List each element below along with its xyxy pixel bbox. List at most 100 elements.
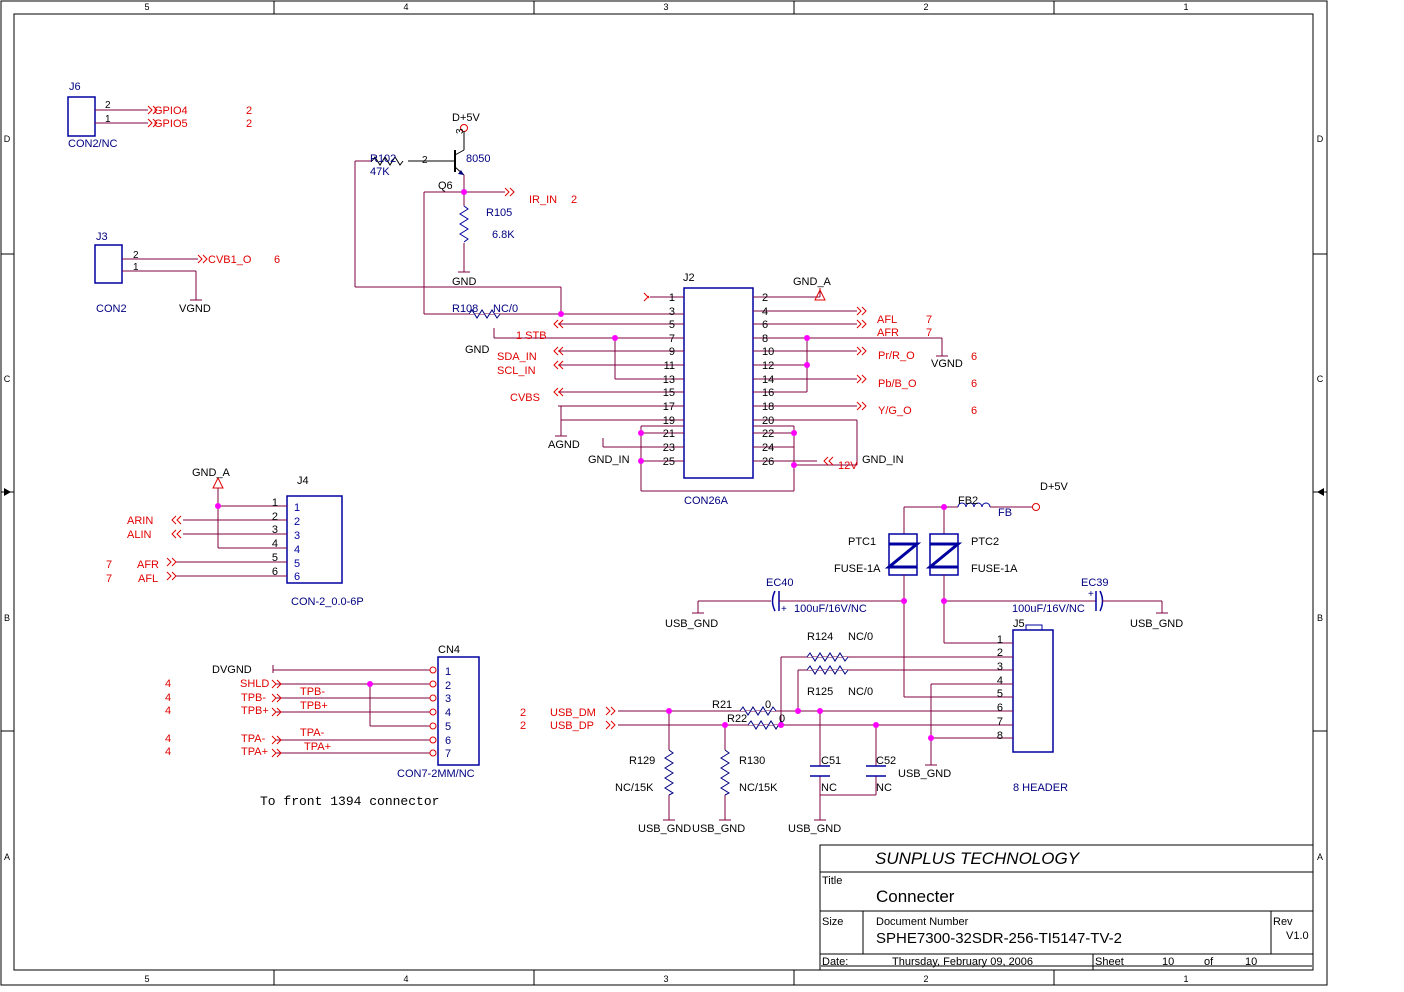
cn4-page-ref: 4 (165, 733, 171, 745)
r21-value: 0 (765, 699, 771, 711)
of-label: of (1204, 956, 1214, 968)
date-label: Date: (822, 956, 848, 968)
cn4-page-ref: 4 (165, 678, 171, 690)
j2-right-pin: 10 (762, 346, 774, 358)
j4-inner-pin: 4 (294, 544, 300, 556)
net-sda-in: SDA_IN (497, 351, 537, 363)
j5-pin: 6 (997, 702, 1003, 714)
j4-pin: 2 (272, 511, 278, 523)
q6-value: 8050 (466, 153, 490, 165)
cn4-pin: 3 (445, 693, 451, 705)
frame-center-arrow-right (1317, 488, 1324, 496)
j4-pin: 5 (272, 552, 278, 564)
row-label-left: D (4, 134, 11, 144)
row-label-right: B (1317, 613, 1323, 623)
net-afl-j4: AFL (138, 573, 158, 585)
c51-value: NC (821, 782, 837, 794)
ec40-ref: EC40 (766, 577, 794, 589)
net-afr-j4: AFR (137, 559, 159, 571)
j2-value: CON26A (684, 495, 729, 507)
col-label-top: 1 (1183, 2, 1188, 12)
j4-inner-pin: 6 (294, 571, 300, 583)
j5-pin: 2 (997, 647, 1003, 659)
net-tpb-plus: TPB+ (241, 705, 269, 717)
q6-supply: D+5V (452, 112, 480, 124)
cn4-pin: 7 (445, 748, 451, 760)
row-label-left: A (4, 852, 10, 862)
cn4-pin: 6 (445, 735, 451, 747)
j2-left-pin: 17 (663, 401, 675, 413)
j2-right-pin: 8 (762, 333, 768, 345)
j2-left-pin: 21 (663, 428, 675, 440)
col-label-top: 3 (663, 2, 668, 12)
net-afr: AFR (877, 327, 899, 339)
usb-gnd-r130: USB_GND (692, 823, 745, 835)
j5-pin: 5 (997, 688, 1003, 700)
r124-value: NC/0 (848, 631, 873, 643)
sheet-frame (0, 0, 1328, 986)
cn4-pin: 2 (445, 680, 451, 692)
net-vgnd: VGND (931, 358, 963, 370)
j3-net-cvb1: CVB1_O (208, 254, 252, 266)
sheet-title: Connecter (876, 887, 955, 906)
j3-pin1: 1 (133, 262, 139, 273)
j5-pin: 3 (997, 661, 1003, 673)
ec40-plus: + (781, 604, 787, 615)
col-label-bottom: 2 (923, 974, 928, 984)
j6-pin2: 2 (105, 100, 111, 111)
col-label-bottom: 3 (663, 974, 668, 984)
j4-pin: 1 (272, 497, 278, 509)
j2-left-pin: 5 (669, 319, 675, 331)
title-label: Title (822, 875, 842, 887)
col-label-top: 4 (403, 2, 408, 12)
net-tpa-plus: TPA+ (241, 746, 268, 758)
j2-left-pin: 25 (663, 456, 675, 468)
j2-right-pin: 6 (762, 319, 768, 331)
r21-ref: R21 (712, 699, 732, 711)
j3-gnd-label: VGND (179, 303, 211, 315)
size-label: Size (822, 916, 843, 928)
ptc1-ref: PTC1 (848, 536, 876, 548)
r125-value: NC/0 (848, 686, 873, 698)
c51-ref: C51 (821, 755, 841, 767)
cn4-ref: CN4 (438, 644, 460, 656)
date-value: Thursday, February 09, 2006 (892, 956, 1033, 968)
rev-label: Rev (1273, 916, 1293, 928)
j4-pin: 3 (272, 524, 278, 536)
r124-ref: R124 (807, 631, 833, 643)
r22-value: 0 (779, 713, 785, 725)
docnum-label: Document Number (876, 916, 969, 928)
row-label-right: C (1317, 374, 1324, 384)
r22-ref: R22 (727, 713, 747, 725)
usb-dm-page: 2 (520, 707, 526, 719)
j6-connector: J6 CON2/NC 2 1 GPIO4 GPIO5 2 2 (67, 81, 252, 150)
j2-left-pin: 15 (663, 387, 675, 399)
cn4-value: CON7-2MM/NC (397, 768, 475, 780)
row-label-left: B (4, 613, 10, 623)
net-scl-in: SCL_IN (497, 365, 536, 377)
j6-value: CON2/NC (68, 138, 118, 150)
j2-left-pin: 1 (669, 292, 675, 304)
wire-label-tpb-minus: TPB- (300, 686, 325, 698)
j2-left-pin: 11 (664, 360, 675, 372)
company-name: SUNPLUS TECHNOLOGY (875, 849, 1081, 868)
col-label-top: 2 (923, 2, 928, 12)
j2-right-pin: 12 (762, 360, 774, 372)
j3-connector: J3 CON2 2 1 CVB1_O 6 VGND (94, 231, 280, 315)
sheet-total: 10 (1245, 956, 1257, 968)
j3-pin2: 2 (133, 250, 139, 261)
col-label-top: 5 (144, 2, 149, 12)
row-label-right: D (1317, 134, 1324, 144)
net-usb-dp: USB_DP (550, 720, 594, 732)
j2-right-pin: 26 (762, 456, 774, 468)
j6-page-ref: 2 (246, 105, 252, 117)
revision: V1.0 (1286, 930, 1309, 942)
wire-label-tpa-minus: TPA- (300, 727, 325, 739)
col-label-bottom: 5 (144, 974, 149, 984)
ir-receiver-circuit: D+5V 3 2 R102 47K 8050 Q6 R105 6.8K GND … (354, 112, 577, 314)
ir-in-net: IR_IN (529, 194, 557, 206)
r102-ref: R102 (370, 153, 396, 165)
usb-gnd-left: USB_GND (665, 618, 718, 630)
q6-pin3: 3 (455, 128, 466, 134)
j4-connector: GND_A J4 CON-2_0.0-6P 1 2 3 4 5 6 1 2 3 … (106, 467, 364, 608)
